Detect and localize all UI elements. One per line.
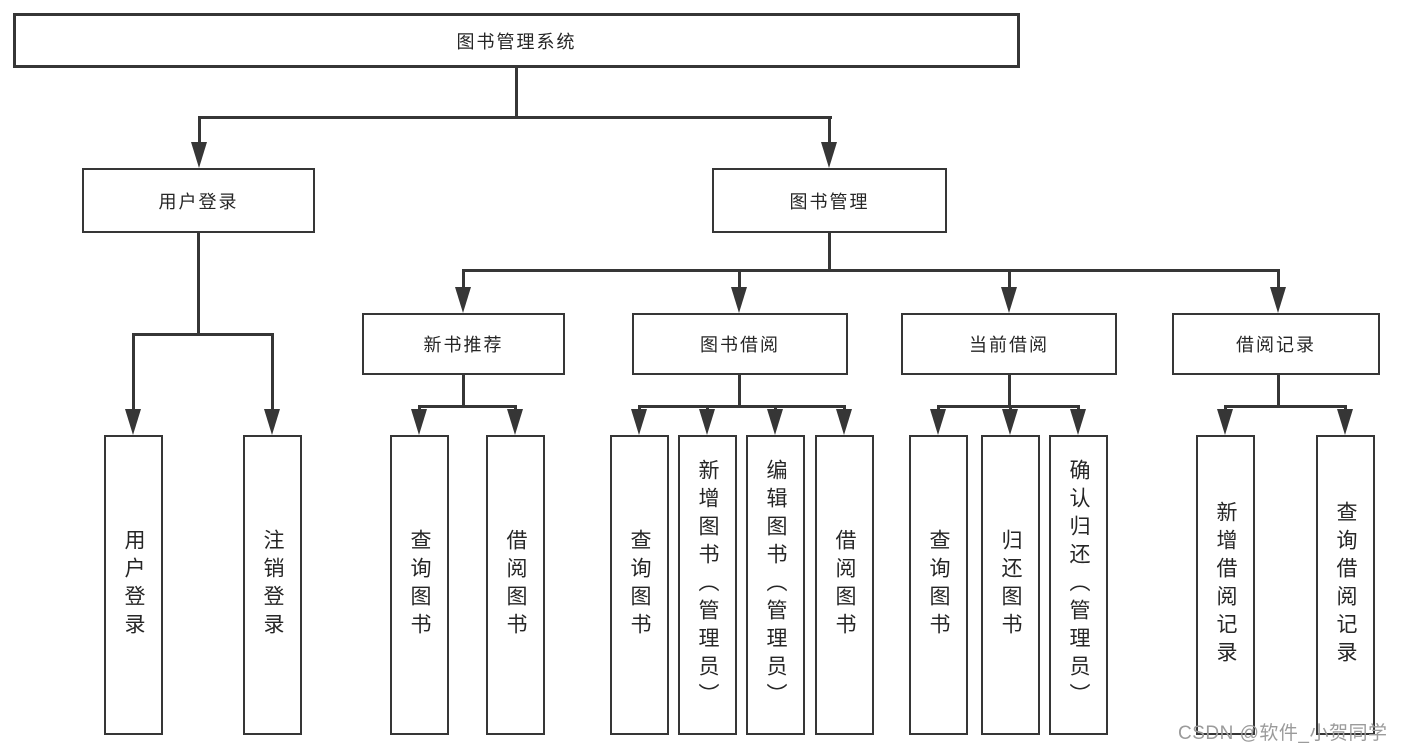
leaf-add-borrow-record: 新增借阅记录 [1196, 435, 1255, 735]
connector-line [198, 116, 201, 146]
leaf-query-borrow-record: 查询借阅记录 [1316, 435, 1375, 735]
arrow-down-icon [836, 409, 852, 435]
node-label: 用户登录 [158, 191, 239, 212]
leaf-label: 查询图书 [927, 529, 951, 641]
leaf-query-books-2: 查询图书 [610, 435, 669, 735]
arrow-down-icon [1217, 409, 1233, 435]
leaf-logout: 注销登录 [243, 435, 302, 735]
leaf-label: 编辑图书（管理员） [764, 459, 788, 711]
connector-line [132, 333, 274, 336]
leaf-label: 查询借阅记录 [1334, 501, 1358, 669]
arrow-down-icon [507, 409, 523, 435]
connector-line [828, 233, 831, 272]
connector-line [828, 116, 831, 146]
arrow-down-icon [264, 409, 280, 435]
connector-line [1224, 405, 1347, 408]
leaf-return-books: 归还图书 [981, 435, 1040, 735]
connector-line [1008, 269, 1011, 289]
leaf-label: 借阅图书 [504, 529, 528, 641]
arrow-down-icon [930, 409, 946, 435]
arrow-down-icon [1001, 287, 1017, 313]
node-label: 图书管理系统 [456, 31, 577, 52]
leaf-label: 归还图书 [999, 529, 1023, 641]
connector-line [738, 269, 741, 289]
arrow-down-icon [411, 409, 427, 435]
node-label: 图书管理 [789, 191, 870, 212]
leaf-label: 新增图书（管理员） [696, 459, 720, 711]
arrow-down-icon [1070, 409, 1086, 435]
connector-line [515, 68, 518, 118]
node-label: 新书推荐 [423, 335, 504, 355]
node-user-login: 用户登录 [82, 168, 315, 233]
connector-line [1277, 269, 1280, 289]
connector-line [271, 333, 274, 411]
node-library-system: 图书管理系统 [13, 13, 1020, 68]
connector-line [197, 233, 200, 336]
leaf-label: 用户登录 [122, 529, 146, 641]
leaf-label: 查询图书 [628, 529, 652, 641]
node-book-management: 图书管理 [712, 168, 947, 233]
arrow-down-icon [125, 409, 141, 435]
node-new-book-recommendation: 新书推荐 [362, 313, 565, 375]
arrow-down-icon [767, 409, 783, 435]
arrow-down-icon [821, 142, 837, 168]
node-borrowing-records: 借阅记录 [1172, 313, 1380, 375]
connector-line [462, 269, 465, 289]
arrow-down-icon [1002, 409, 1018, 435]
node-label: 当前借阅 [969, 335, 1049, 355]
connector-line [1277, 375, 1280, 408]
leaf-confirm-return-admin: 确认归还（管理员） [1049, 435, 1108, 735]
leaf-label: 确认归还（管理员） [1067, 459, 1091, 711]
leaf-label: 注销登录 [261, 529, 285, 641]
leaf-borrow-books-2: 借阅图书 [815, 435, 874, 735]
leaf-label: 新增借阅记录 [1214, 501, 1238, 669]
leaf-borrow-books-1: 借阅图书 [486, 435, 545, 735]
connector-line [1008, 375, 1011, 408]
connector-line [738, 375, 741, 408]
connector-line [638, 405, 846, 408]
watermark-text: CSDN @软件_小贺同学 [1178, 723, 1388, 744]
arrow-down-icon [631, 409, 647, 435]
leaf-add-books-admin: 新增图书（管理员） [678, 435, 737, 735]
leaf-user-login: 用户登录 [104, 435, 163, 735]
arrow-down-icon [455, 287, 471, 313]
node-label: 图书借阅 [700, 335, 780, 355]
leaf-query-books-3: 查询图书 [909, 435, 968, 735]
leaf-label: 查询图书 [408, 529, 432, 641]
leaf-edit-books-admin: 编辑图书（管理员） [746, 435, 805, 735]
node-label: 借阅记录 [1236, 335, 1316, 355]
connector-line [198, 116, 832, 119]
arrow-down-icon [191, 142, 207, 168]
leaf-query-books-1: 查询图书 [390, 435, 449, 735]
node-current-borrowing: 当前借阅 [901, 313, 1117, 375]
connector-line [462, 375, 465, 408]
node-book-borrowing: 图书借阅 [632, 313, 848, 375]
connector-line [462, 269, 1280, 272]
arrow-down-icon [731, 287, 747, 313]
leaf-label: 借阅图书 [833, 529, 857, 641]
connector-line [132, 333, 135, 411]
connector-line [418, 405, 517, 408]
arrow-down-icon [699, 409, 715, 435]
connector-line [937, 405, 1080, 408]
arrow-down-icon [1270, 287, 1286, 313]
arrow-down-icon [1337, 409, 1353, 435]
